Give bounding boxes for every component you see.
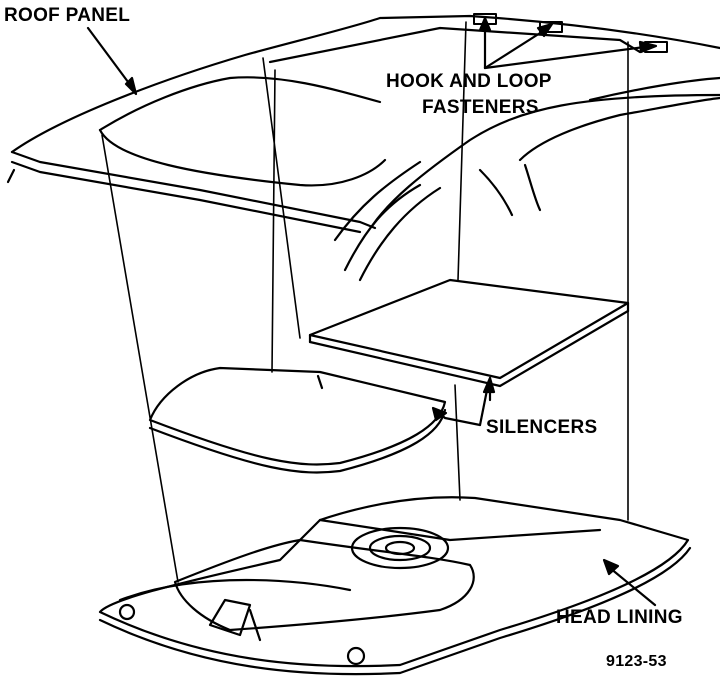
roof-panel-label: ROOF PANEL: [4, 5, 131, 26]
fasteners-label-line2: FASTENERS: [422, 97, 539, 118]
roof-panel-leader-arrow: [86, 26, 138, 96]
head-lining-label: HEAD LINING: [556, 607, 683, 628]
front-silencer: [148, 366, 447, 474]
figure-number: 9123-53: [606, 653, 667, 670]
hook-loop-leader-arrows: [478, 16, 658, 70]
roof-panel: [6, 13, 720, 282]
silencers-leader-arrows: [431, 376, 496, 427]
silencers-label: SILENCERS: [486, 417, 598, 438]
head-lining: [98, 496, 692, 676]
head-lining-leader-arrow: [602, 558, 657, 607]
alignment-lines: [101, 21, 629, 583]
hook-and-loop-label-line1: HOOK AND LOOP: [386, 71, 552, 92]
